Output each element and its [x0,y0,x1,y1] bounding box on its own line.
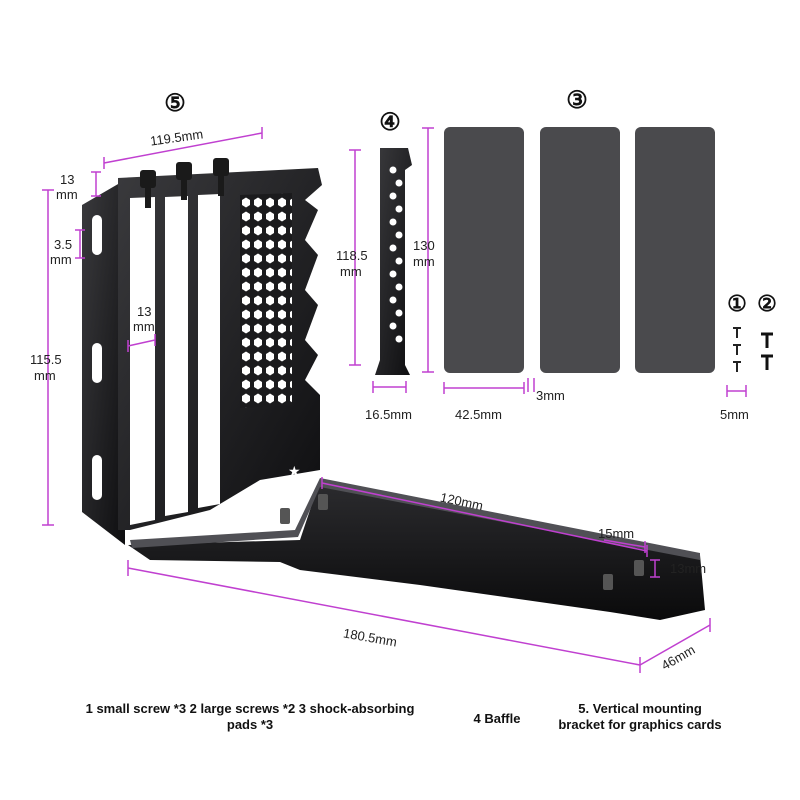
caption-screws-pads-line1: 1 small screw *3 2 large screws *2 3 sho… [85,701,415,716]
dim-inner-gap-value: 13 [137,304,152,319]
dim-pad-height-unit: mm [413,254,435,269]
caption-bracket: 5. Vertical mounting bracket for graphic… [540,701,740,733]
dim-inner-gap-unit: mm [133,319,155,334]
dim-top-offset-unit: mm [56,187,78,202]
dim-bracket-height-unit: mm [34,368,56,383]
bracket-base-plate [128,480,705,620]
marker-small-screw: ① [727,291,747,316]
dim-baffle-height-value: 118.5 [336,248,368,263]
dim-pad-height-value: 130 [413,238,435,253]
dim-baffle-height-unit: mm [340,264,362,279]
dim-baffle-width: 16.5mm [365,407,412,422]
dim-base-hole-offset: 15mm [598,526,635,541]
hex-vent-grill [240,193,292,408]
vertical-bracket: ★ [82,158,705,620]
small-screws [733,327,741,372]
dim-bracket-height-value: 115.5 [30,352,62,367]
dim-base-hole-edge: 13mm [670,561,707,576]
dim-screw-length: 5mm [720,407,749,422]
thumb-screws [140,158,229,208]
shock-absorbing-pads [444,127,715,373]
star-logo-icon: ★ [288,464,301,480]
dim-pad-width: 42.5mm [455,407,502,422]
base-standoffs [280,494,644,590]
baffle [375,148,412,375]
dim-pad-thickness: 3mm [536,388,565,403]
marker-pads: ③ [566,87,588,114]
large-screws [761,332,773,370]
caption-screws-pads: 1 small screw *3 2 large screws *2 3 sho… [55,701,445,733]
marker-baffle: ④ [379,109,401,136]
caption-bracket-line1: 5. Vertical mounting [578,701,702,716]
marker-large-screw: ② [757,291,777,316]
dim-slot-width-unit: mm [50,252,72,267]
caption-bracket-line2: bracket for graphics cards [558,717,722,732]
marker-bracket: ⑤ [164,90,186,117]
dim-slot-width-value: 3.5 [54,237,73,252]
dimension-lines [42,127,747,673]
caption-screws-pads-line2: pads *3 [226,717,274,732]
caption-baffle: 4 Baffle [473,711,521,726]
bracket-side-plate [82,180,125,545]
dim-top-offset-value: 13 [60,172,75,187]
